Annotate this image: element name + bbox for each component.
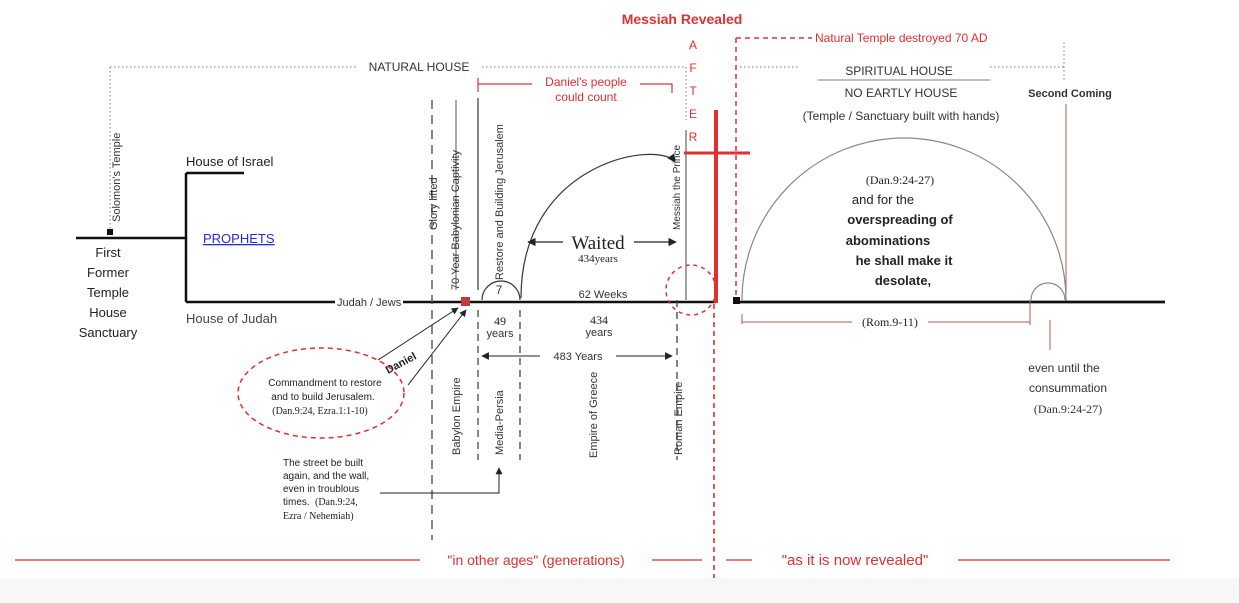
- bold-line-4: desolate,: [875, 273, 931, 288]
- waited-label: Waited: [571, 233, 625, 254]
- daniel-arrow-1: [377, 307, 459, 361]
- after-letter-e: E: [689, 107, 697, 121]
- street-line-3: even in troublous: [283, 484, 359, 495]
- temple-sanctuary-label: (Temple / Sanctuary built with hands): [803, 109, 1000, 123]
- commandment-line-2: and to build Jerusalem.: [271, 392, 374, 403]
- after-letter-r: R: [689, 130, 698, 144]
- desolation-arc: [741, 137, 1067, 301]
- street-ref-b: Ezra / Nehemiah): [283, 511, 354, 522]
- consummation-small-arc: [1030, 282, 1066, 301]
- after-letter-a: A: [689, 38, 697, 52]
- no-earthly-house-label: NO EARTLY HOUSE: [845, 86, 958, 100]
- daniels-people-line2: could count: [555, 90, 617, 104]
- house-of-judah-label: House of Judah: [186, 311, 277, 326]
- babylon-empire-label: Babylon Empire: [451, 377, 463, 455]
- seven-weeks-arc: [481, 280, 521, 301]
- captivity-label: 70 Year Babylonian Captivity: [450, 149, 462, 290]
- now-revealed-label: "as it is now revealed": [782, 552, 929, 569]
- messiah-prince-label: Messiah the Prince: [672, 145, 683, 230]
- first-temple-text: First Former Temple House Sanctuary: [79, 245, 138, 340]
- judah-jews-label: Judah / Jews: [337, 297, 402, 309]
- daniels-people-bracket: [478, 83, 673, 93]
- even-until-line-1: even until the: [1028, 361, 1100, 375]
- media-persia-label: Media-Persia: [494, 389, 506, 455]
- sixty-two-weeks-label: 62 Weeks: [579, 289, 628, 301]
- desolation-bold-text: overspreading of abominations he shall m…: [846, 212, 954, 288]
- bold-line-1: overspreading of: [847, 212, 953, 227]
- commandment-ref: (Dan.9:24, Ezra.1:1-10): [272, 406, 368, 417]
- waited-arc: [520, 153, 676, 299]
- four-three-four-label: 434: [590, 313, 608, 327]
- street-note: The street be built again, and the wall,…: [283, 458, 369, 522]
- waited-years-label: 434years: [578, 253, 618, 265]
- second-coming-label: Second Coming: [1028, 88, 1112, 100]
- roman-empire-label: Roman Empire: [673, 382, 685, 455]
- forty-nine-unit: years: [487, 328, 514, 340]
- daniel-arrow-2: [407, 309, 467, 386]
- restore-building-label: Restore and Building Jerusalem: [494, 124, 506, 280]
- after-letter-f: F: [689, 61, 696, 75]
- first-temple-line-3: Temple: [87, 285, 129, 300]
- natural-house-label: NATURAL HOUSE: [369, 60, 470, 74]
- empire-greece-label: Empire of Greece: [588, 372, 600, 458]
- dan-ref-right: (Dan.9:24-27): [866, 173, 934, 187]
- four-three-four-unit: years: [586, 327, 613, 339]
- commandment-ellipse: [237, 347, 405, 439]
- street-line-4: times.: [283, 497, 310, 508]
- bold-line-3: he shall make it: [856, 253, 953, 268]
- first-temple-line-4: House: [89, 305, 127, 320]
- other-ages-label: "in other ages" (generations): [447, 552, 624, 568]
- commandment-line-1: Commandment to restore: [268, 378, 382, 389]
- daniel-label: Daniel: [384, 351, 419, 377]
- bold-line-2: abominations: [846, 233, 931, 248]
- forty-nine-label: 49: [494, 314, 506, 328]
- first-temple-line-5: Sanctuary: [79, 325, 138, 340]
- daniels-people-line1: Daniel's people: [545, 75, 627, 89]
- street-line-1: The street be built: [283, 458, 363, 469]
- seven-weeks-label: 7: [496, 283, 503, 297]
- rom-ref: (Rom.9-11): [862, 315, 918, 329]
- babylon-marker: [461, 297, 470, 306]
- page-footer-strip: [0, 578, 1239, 603]
- after-letters: A F T E R: [689, 38, 698, 144]
- and-for-the: and for the: [852, 192, 914, 207]
- after-letter-t: T: [689, 84, 697, 98]
- even-until-line-2: consummation: [1029, 381, 1107, 395]
- messiah-cut-off-circle: [665, 264, 717, 316]
- street-arrow: [380, 467, 503, 494]
- street-ref-a: (Dan.9:24,: [315, 497, 358, 508]
- glory-lifted-label: Glory lifted: [428, 177, 440, 230]
- messiah-revealed-title: Messiah Revealed: [622, 11, 743, 27]
- spiritual-house-label: SPIRITUAL HOUSE: [845, 64, 953, 78]
- natural-temple-destroyed-label: Natural Temple destroyed 70 AD: [815, 31, 988, 45]
- first-temple-line-2: Former: [87, 265, 130, 280]
- prophets-link[interactable]: PROPHETS: [203, 231, 275, 246]
- first-temple-line-1: First: [95, 245, 121, 260]
- temple-destroyed-marker: [733, 297, 740, 304]
- even-until-ref: (Dan.9:24-27): [1034, 402, 1102, 416]
- street-line-2: again, and the wall,: [283, 471, 369, 482]
- house-of-israel-label: House of Israel: [186, 154, 274, 169]
- four-eighty-three-label: 483 Years: [554, 351, 603, 363]
- solomons-temple-marker: [107, 229, 113, 235]
- solomons-temple-label: Solomon's Temple: [111, 133, 123, 222]
